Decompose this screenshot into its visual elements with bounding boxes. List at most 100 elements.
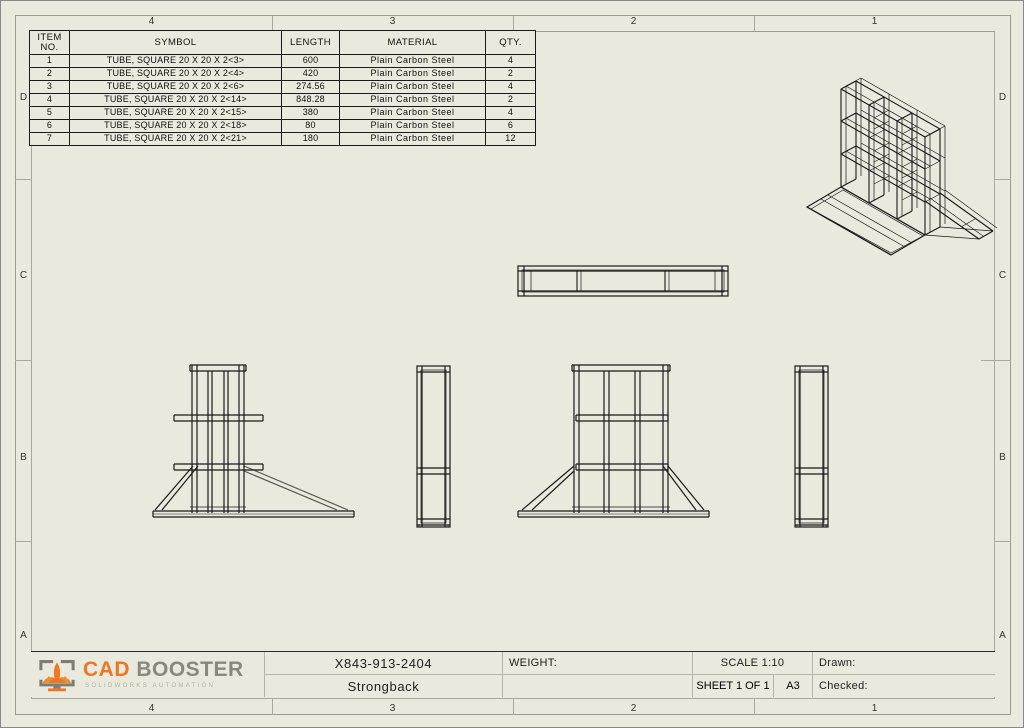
approval-cell: Drawn: Checked: <box>813 652 995 697</box>
zone-left-C: C <box>19 270 28 281</box>
bom-cell-length: 848.28 <box>281 93 340 107</box>
table-header-row: ITEM NO. SYMBOL LENGTH MATERIAL QTY. <box>29 30 536 55</box>
column-header-item-no: ITEM NO. <box>29 30 70 55</box>
bom-cell-material: Plain Carbon Steel <box>339 119 486 133</box>
zone-right-A: A <box>999 630 1006 641</box>
zone-top-1: 1 <box>871 16 878 27</box>
checked-by-field[interactable]: Checked: <box>819 680 868 692</box>
top-view[interactable] <box>513 259 733 303</box>
zone-tick-left-3 <box>15 541 31 542</box>
zone-tick-right-3 <box>995 541 1011 542</box>
column-header-symbol: SYMBOL <box>69 30 282 55</box>
bom-cell-qty: 4 <box>485 80 536 94</box>
bom-cell-qty: 2 <box>485 93 536 107</box>
zone-tick-bottom-2 <box>513 699 514 715</box>
bom-cell-qty: 4 <box>485 54 536 68</box>
zone-bottom-4: 4 <box>148 703 155 714</box>
drawn-by-field[interactable]: Drawn: <box>813 652 995 675</box>
front-view-right[interactable] <box>496 353 711 538</box>
bom-cell-symbol: TUBE, SQUARE 20 X 20 X 2<14> <box>69 93 282 107</box>
bom-cell-symbol: TUBE, SQUARE 20 X 20 X 2<21> <box>69 132 282 146</box>
bom-cell-qty: 2 <box>485 67 536 81</box>
weight-label: WEIGHT: <box>503 652 692 675</box>
bom-cell-item: 6 <box>29 119 70 133</box>
zone-tick-left-1 <box>15 179 31 180</box>
item-no-line2: NO. <box>40 41 59 53</box>
part-name[interactable]: Strongback <box>347 678 420 694</box>
zone-left-A: A <box>20 630 27 641</box>
sheet-size-label: A3 <box>773 675 813 697</box>
zone-tick-bottom-3 <box>754 699 755 715</box>
bom-cell-symbol: TUBE, SQUARE 20 X 20 X 2<3> <box>69 54 282 68</box>
cad-booster-logo-icon <box>39 659 75 691</box>
bom-cell-symbol: TUBE, SQUARE 20 X 20 X 2<6> <box>69 80 282 94</box>
column-header-length: LENGTH <box>281 30 340 55</box>
bom-cell-item: 4 <box>29 93 70 107</box>
bom-cell-material: Plain Carbon Steel <box>339 54 486 68</box>
bom-cell-item: 3 <box>29 80 70 94</box>
zone-tick-top-2 <box>513 16 514 31</box>
drawing-identification-cell: X843-913-2404 Strongback <box>265 652 503 697</box>
column-header-qty: QTY. <box>485 30 536 55</box>
zone-tick-bottom-1 <box>272 699 273 715</box>
weight-value[interactable] <box>503 675 692 697</box>
logo-cad-text: CAD <box>83 658 130 682</box>
front-view-left[interactable] <box>151 353 356 538</box>
sheet-size-row: SHEET 1 OF 1 A3 <box>693 675 813 697</box>
bom-cell-length: 600 <box>281 54 340 68</box>
zone-right-D: D <box>998 92 1007 103</box>
bom-cell-length: 180 <box>281 132 340 146</box>
zone-right-C: C <box>998 270 1007 281</box>
zone-bottom-2: 2 <box>630 703 637 714</box>
bom-cell-length: 274.56 <box>281 80 340 94</box>
zone-top-3: 3 <box>389 16 396 27</box>
title-block: CAD BOOSTER SOLIDWORKS AUTOMATION X843-9… <box>31 651 995 697</box>
bom-cell-item: 2 <box>29 67 70 81</box>
bom-cell-symbol: TUBE, SQUARE 20 X 20 X 2<15> <box>69 106 282 120</box>
item-no-line1: ITEM <box>37 31 62 43</box>
drawing-number[interactable]: X843-913-2404 <box>265 652 502 675</box>
bom-cell-symbol: TUBE, SQUARE 20 X 20 X 2<4> <box>69 67 282 81</box>
bom-cell-item: 5 <box>29 106 70 120</box>
zone-right-B: B <box>999 452 1006 463</box>
zone-tick-top-3 <box>754 16 755 31</box>
zone-top-4: 4 <box>148 16 155 27</box>
bom-cell-qty: 4 <box>485 106 536 120</box>
side-view-left[interactable] <box>409 363 461 531</box>
column-header-material: MATERIAL <box>339 30 486 55</box>
bom-cell-qty: 12 <box>485 132 536 146</box>
bom-cell-symbol: TUBE, SQUARE 20 X 20 X 2<18> <box>69 119 282 133</box>
zone-top-2: 2 <box>630 16 637 27</box>
sheet-number-label: SHEET 1 OF 1 <box>696 680 770 692</box>
bom-cell-qty: 6 <box>485 119 536 133</box>
bom-cell-item: 7 <box>29 132 70 146</box>
bom-cell-material: Plain Carbon Steel <box>339 93 486 107</box>
zone-tick-left-2 <box>15 360 31 361</box>
side-view-right[interactable] <box>787 363 839 531</box>
weight-cell: WEIGHT: <box>503 652 693 697</box>
bom-cell-material: Plain Carbon Steel <box>339 80 486 94</box>
zone-bottom-1: 1 <box>871 703 878 714</box>
bom-cell-material: Plain Carbon Steel <box>339 67 486 81</box>
isometric-view[interactable] <box>801 61 1001 261</box>
bom-cell-length: 80 <box>281 119 340 133</box>
bom-cell-length: 380 <box>281 106 340 120</box>
bom-cell-item: 1 <box>29 54 70 68</box>
zone-tick-right-2 <box>981 360 1011 361</box>
logo-subtitle: SOLIDWORKS AUTOMATION <box>85 682 216 690</box>
zone-tick-top-1 <box>272 16 273 31</box>
bom-cell-material: Plain Carbon Steel <box>339 132 486 146</box>
zone-tick-right-1 <box>995 179 1011 180</box>
logo-title: CAD BOOSTER <box>83 659 244 680</box>
logo-booster-text: BOOSTER <box>130 658 244 682</box>
company-logo[interactable]: CAD BOOSTER SOLIDWORKS AUTOMATION <box>31 652 265 697</box>
